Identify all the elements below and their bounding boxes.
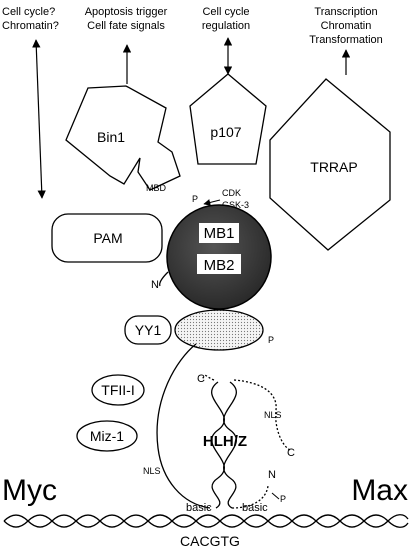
label-transcription: Transcription — [314, 6, 377, 18]
label-chromatin-2: Chromatin — [321, 20, 372, 32]
bin1-shape — [65, 85, 181, 191]
max-c-tail — [233, 379, 291, 451]
max-basic-label: basic — [242, 502, 268, 514]
label-transformation: Transformation — [309, 34, 383, 46]
label-cellcycle-1: Cell cycle? — [2, 6, 55, 18]
max-helix — [223, 381, 237, 509]
mb1-label: MB1 — [204, 225, 235, 242]
myc-c-tail — [201, 374, 215, 381]
miz1-label: Miz-1 — [90, 428, 124, 444]
mb1-box — [199, 223, 239, 243]
myc-basic-label: basic — [186, 502, 212, 514]
yy1-label: YY1 — [135, 322, 162, 338]
trrap-shape — [269, 78, 391, 251]
max-c-label: C — [287, 447, 295, 459]
dna-double-helix — [3, 514, 409, 528]
myc-central-domain — [174, 309, 264, 351]
trrap-label: TRRAP — [310, 159, 357, 175]
kinase-arrow — [203, 199, 221, 206]
myc-n-tail — [159, 271, 169, 287]
tfii-i-oval — [91, 374, 145, 406]
myc-phospho-label: P — [192, 194, 198, 204]
label-cell-fate: Cell fate signals — [87, 20, 165, 32]
mbd-label: MBD — [146, 183, 167, 193]
mb2-label: MB2 — [204, 257, 235, 274]
max-nls-label: NLS — [264, 410, 282, 420]
myc-label: Myc — [2, 474, 57, 507]
max-phospho-label: P — [280, 494, 286, 504]
label-regulation: regulation — [202, 20, 250, 32]
miz1-oval — [76, 420, 138, 452]
pam-box — [51, 213, 163, 263]
myc-c-label: C — [197, 373, 205, 385]
pam-label: PAM — [93, 230, 122, 246]
dna-motif-label: CACGTG — [180, 533, 240, 549]
bin1-label: Bin1 — [97, 129, 125, 145]
label-cell-cycle: Cell cycle — [202, 6, 249, 18]
max-label: Max — [351, 474, 408, 507]
myc-helix — [211, 381, 225, 509]
myc-nls-label: NLS — [143, 466, 161, 476]
cdk-label: CDK — [222, 188, 241, 198]
yy1-box — [124, 315, 172, 345]
tfii-i-label: TFII-I — [101, 382, 134, 398]
myc-n-label: N — [151, 279, 159, 291]
gsk3-label: GSK-3 — [222, 200, 249, 210]
myc-phospho-yy1-label: P — [268, 335, 274, 345]
label-chromatin-1: Chromatin? — [2, 20, 59, 32]
max-n-tail — [231, 485, 269, 509]
arrow-pam — [32, 39, 46, 199]
max-n-label: N — [268, 469, 276, 481]
label-apoptosis: Apoptosis trigger — [85, 6, 168, 18]
hlhz-label: HLH/Z — [203, 433, 247, 450]
p107-shape — [189, 73, 267, 165]
myc-linker — [156, 343, 211, 509]
max-phospho-tick — [271, 492, 280, 500]
mb2-box — [197, 254, 241, 274]
p107-label: p107 — [210, 124, 241, 140]
